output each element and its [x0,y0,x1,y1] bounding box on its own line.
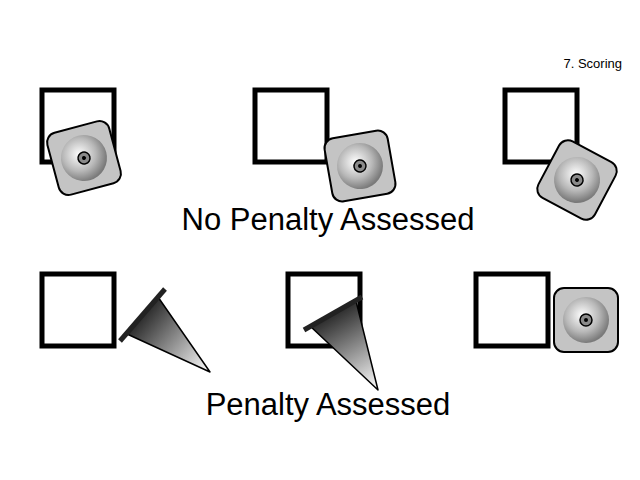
can-symbol [534,137,621,224]
cone-symbol [120,289,210,372]
can-symbol [45,119,123,197]
rule-caption: Penalty Assessed [206,387,451,423]
target-square [255,90,327,162]
section-heading: 7. Scoring [563,57,622,72]
can-symbol [323,129,397,203]
can-symbol [554,288,618,352]
target-square [42,274,114,346]
cone-symbol [304,297,378,390]
target-square [476,274,548,346]
rule-caption: No Penalty Assessed [182,202,475,238]
